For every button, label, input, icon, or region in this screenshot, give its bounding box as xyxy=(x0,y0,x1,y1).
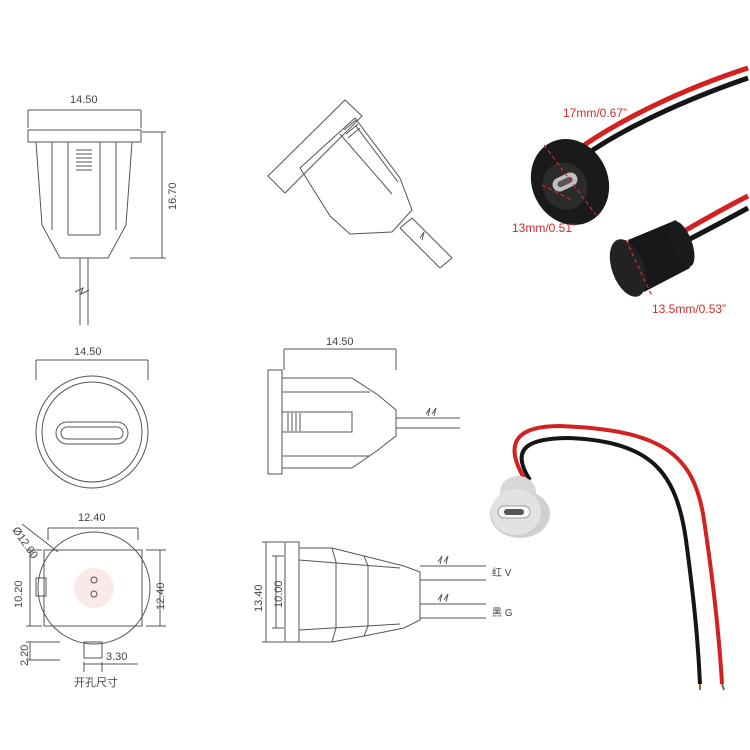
outer-diameter-label: 17mm/0.67” xyxy=(563,106,627,120)
wired-side-drawing: 红 V 黑 G 13.40 10.00 xyxy=(253,541,513,643)
black-wire-label: 黑 G xyxy=(492,607,513,619)
black-connector-photo: 17mm/0.67” 13mm/0.51” 13.5mm/0.53” xyxy=(512,65,750,316)
dim-side-width: 14.50 xyxy=(326,336,354,348)
cutout-caption: 开孔尺寸 xyxy=(74,675,118,689)
dim-top-width: 14.50 xyxy=(70,94,98,106)
inner-diameter-label: 13mm/0.51” xyxy=(512,221,576,235)
isometric-drawing xyxy=(267,99,453,269)
dim-cutout-height-left: 10.20 xyxy=(13,580,25,608)
panel-cutout-drawing: 12.40 Ø12.00 10.20 12.40 2.20 3.30 开孔尺寸 xyxy=(10,512,167,689)
side-profile-drawing: 14.50 xyxy=(267,336,460,475)
dim-cutout-height-right: 12.40 xyxy=(155,582,167,610)
dim-height: 16.70 xyxy=(167,182,179,210)
dim-cutout-width: 12.40 xyxy=(78,512,106,524)
circular-face-drawing: 14.50 xyxy=(35,346,149,489)
body-diameter-label: 13.5mm/0.53” xyxy=(652,302,726,316)
dim-face-width: 14.50 xyxy=(74,346,102,358)
dim-tab-height: 2.20 xyxy=(19,645,31,666)
dim-tab-width: 3.30 xyxy=(106,651,127,663)
dim-inner-height: 10.00 xyxy=(273,580,285,608)
dim-cutout-diameter: Ø12.00 xyxy=(10,525,41,561)
white-connector-photo xyxy=(490,423,725,691)
dim-outer-height: 13.40 xyxy=(253,584,265,612)
red-wire-label: 红 V xyxy=(492,566,512,579)
front-elevation-drawing: 14.50 16.70 xyxy=(27,94,179,325)
